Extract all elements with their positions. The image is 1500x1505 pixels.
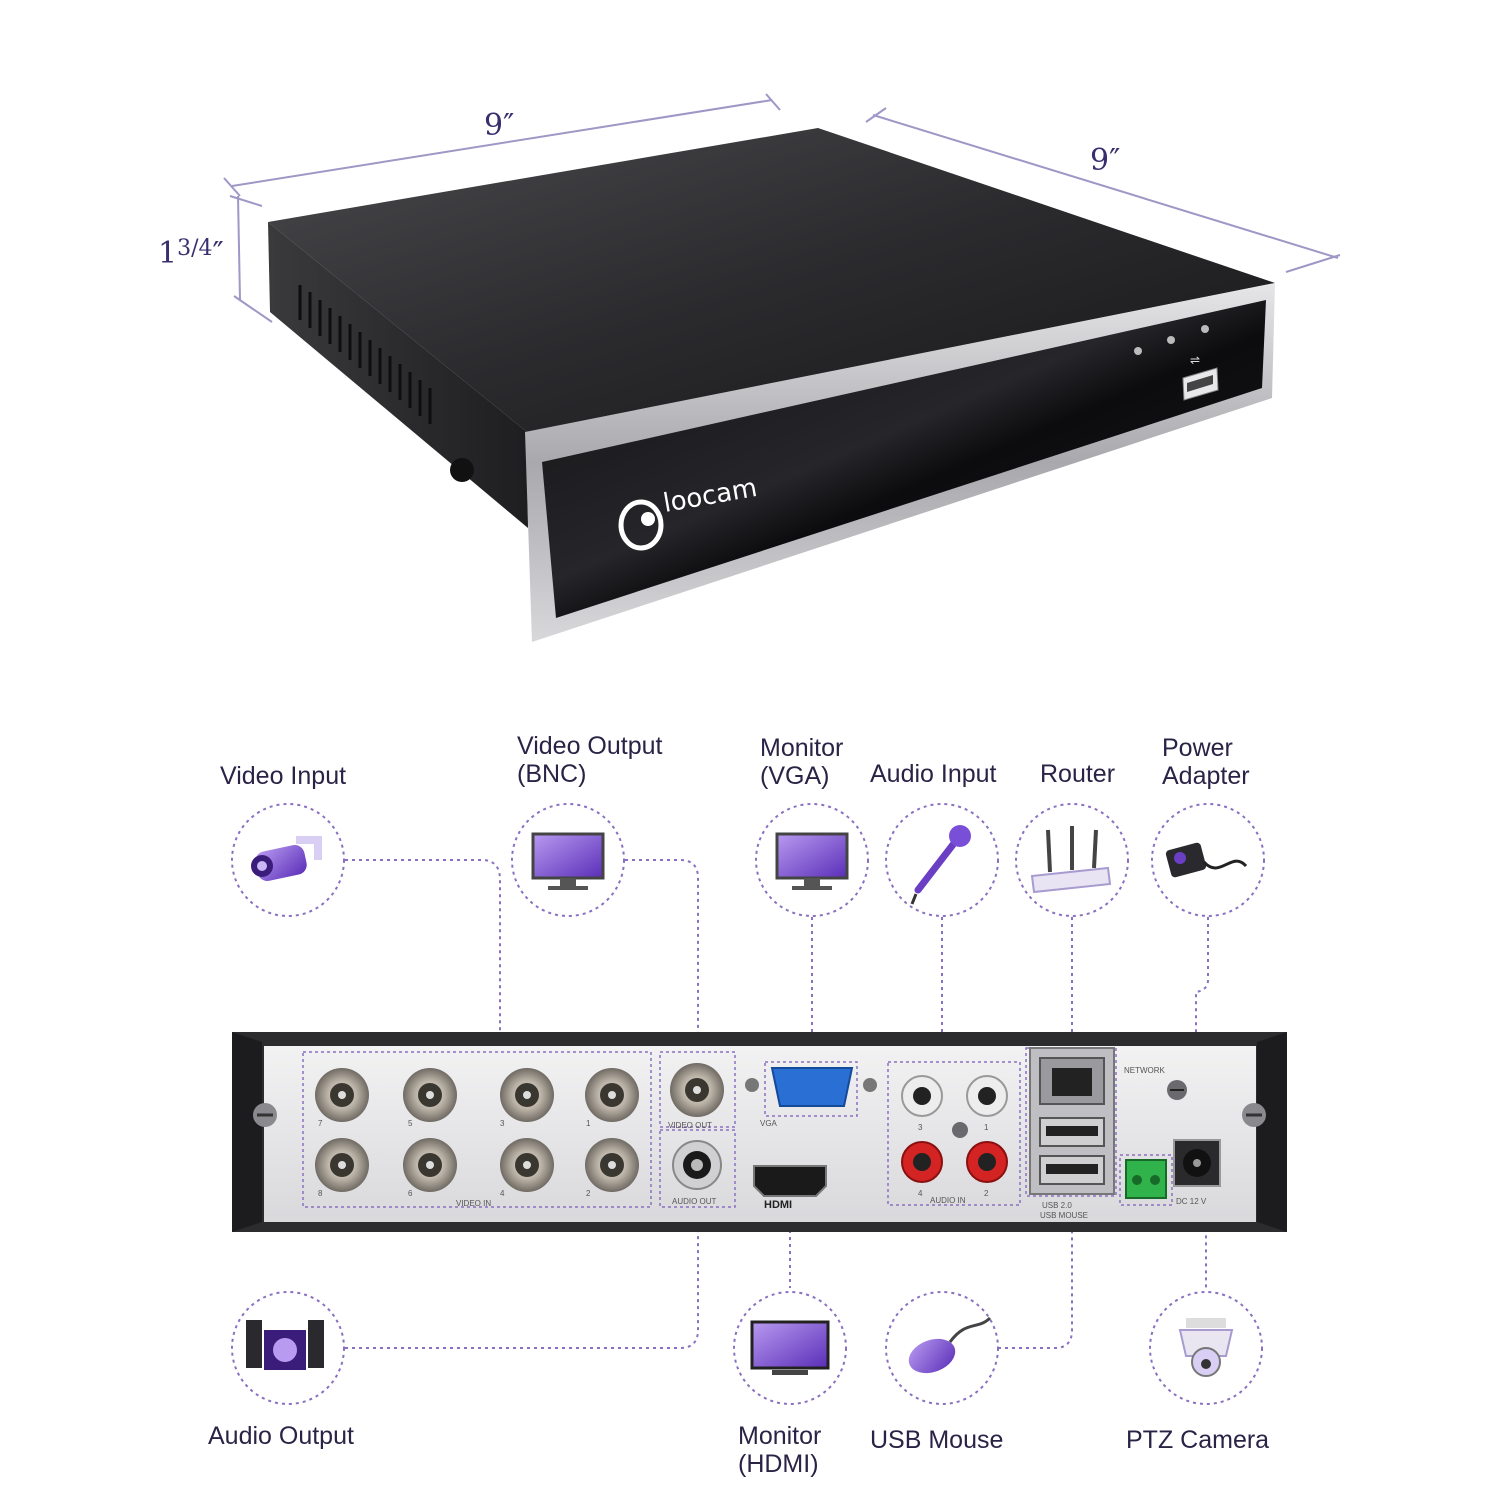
height-dimension-label: 13/4″	[158, 236, 224, 271]
router-icon	[1030, 826, 1112, 894]
tv-icon	[750, 1320, 830, 1375]
svg-text:⇌: ⇌	[1190, 353, 1200, 367]
monitor-vga-icon	[775, 832, 849, 890]
power-adapter-icon	[1165, 842, 1248, 878]
audio-in-label: AUDIO IN	[930, 1196, 966, 1205]
rs485-terminal	[1125, 1159, 1167, 1199]
speaker-icon	[246, 1320, 324, 1370]
usb-mouse-label: USB MOUSE	[1040, 1211, 1088, 1220]
hdmi-port	[753, 1165, 827, 1197]
label-line: Adapter	[1162, 762, 1250, 790]
back-panel: NETWORK VGA HDMI VIDEO IN VIDEO OUT AUDI…	[232, 1032, 1287, 1232]
depth-dimension-label: 9″	[1090, 143, 1121, 178]
label-usb-mouse: USB Mouse	[870, 1426, 1003, 1454]
dc-label: DC 12 V	[1176, 1197, 1207, 1206]
height-fraction: 3/4	[177, 236, 213, 261]
hdmi-label: HDMI	[764, 1199, 792, 1211]
label-monitor-vga: Monitor (VGA)	[760, 734, 843, 790]
port-number: 3	[500, 1119, 505, 1128]
bnc-video-in-ports	[315, 1068, 639, 1192]
port-number: 5	[408, 1119, 413, 1128]
port-number: 2	[586, 1189, 591, 1198]
label-line: (HDMI)	[738, 1450, 819, 1478]
video-in-label: VIDEO IN	[456, 1199, 491, 1208]
label-line: USB Mouse	[870, 1426, 1004, 1454]
label-line: Video Output	[517, 732, 663, 760]
label-line: Audio Input	[870, 760, 997, 788]
label-line: (VGA)	[760, 762, 830, 790]
port-number: 2	[984, 1189, 989, 1198]
port-number: 8	[318, 1189, 323, 1198]
label-line: Audio Output	[208, 1422, 354, 1450]
width-dimension-label: 9″	[484, 108, 515, 143]
label-video-input: Video Input	[220, 762, 346, 790]
label-router: Router	[1040, 760, 1115, 788]
rca-audio-in-ports	[901, 1075, 1008, 1183]
label-line: PTZ Camera	[1126, 1426, 1270, 1454]
monitor-icon	[531, 832, 605, 890]
dimension-lines	[223, 93, 1341, 323]
label-audio-output: Audio Output	[208, 1422, 354, 1450]
label-line: Power	[1162, 734, 1233, 762]
audio-out-label: AUDIO OUT	[672, 1197, 717, 1206]
video-out-label: VIDEO OUT	[668, 1121, 712, 1130]
label-ptz-camera: PTZ Camera	[1126, 1426, 1269, 1454]
label-video-output-bnc: Video Output (BNC)	[517, 732, 662, 788]
network-label: NETWORK	[1124, 1066, 1166, 1075]
usb20-label: USB 2.0	[1042, 1201, 1072, 1210]
label-audio-input: Audio Input	[870, 760, 997, 788]
microphone-icon	[910, 825, 971, 905]
port-number: 7	[318, 1119, 323, 1128]
label-line: (BNC)	[517, 760, 587, 788]
height-unit: ″	[212, 236, 224, 271]
dvr-box: ⇌ loocam	[268, 128, 1275, 642]
port-number: 1	[586, 1119, 591, 1128]
port-number: 6	[408, 1189, 413, 1198]
port-number: 3	[918, 1123, 923, 1132]
vga-label: VGA	[760, 1119, 778, 1128]
port-number: 4	[918, 1189, 923, 1198]
label-line: Monitor	[738, 1422, 822, 1450]
ptz-camera-icon	[1178, 1318, 1234, 1377]
label-monitor-hdmi: Monitor (HDMI)	[738, 1422, 821, 1478]
mouse-icon	[908, 1316, 992, 1374]
label-line: Monitor	[760, 734, 844, 762]
label-line: Video Input	[220, 762, 347, 790]
port-number: 4	[500, 1189, 505, 1198]
label-line: Router	[1040, 760, 1116, 788]
label-power-adapter: Power Adapter	[1162, 734, 1250, 790]
port-number: 1	[984, 1123, 989, 1132]
bullet-camera-icon	[251, 836, 322, 882]
height-whole: 1	[158, 236, 178, 271]
vga-port	[770, 1067, 854, 1107]
